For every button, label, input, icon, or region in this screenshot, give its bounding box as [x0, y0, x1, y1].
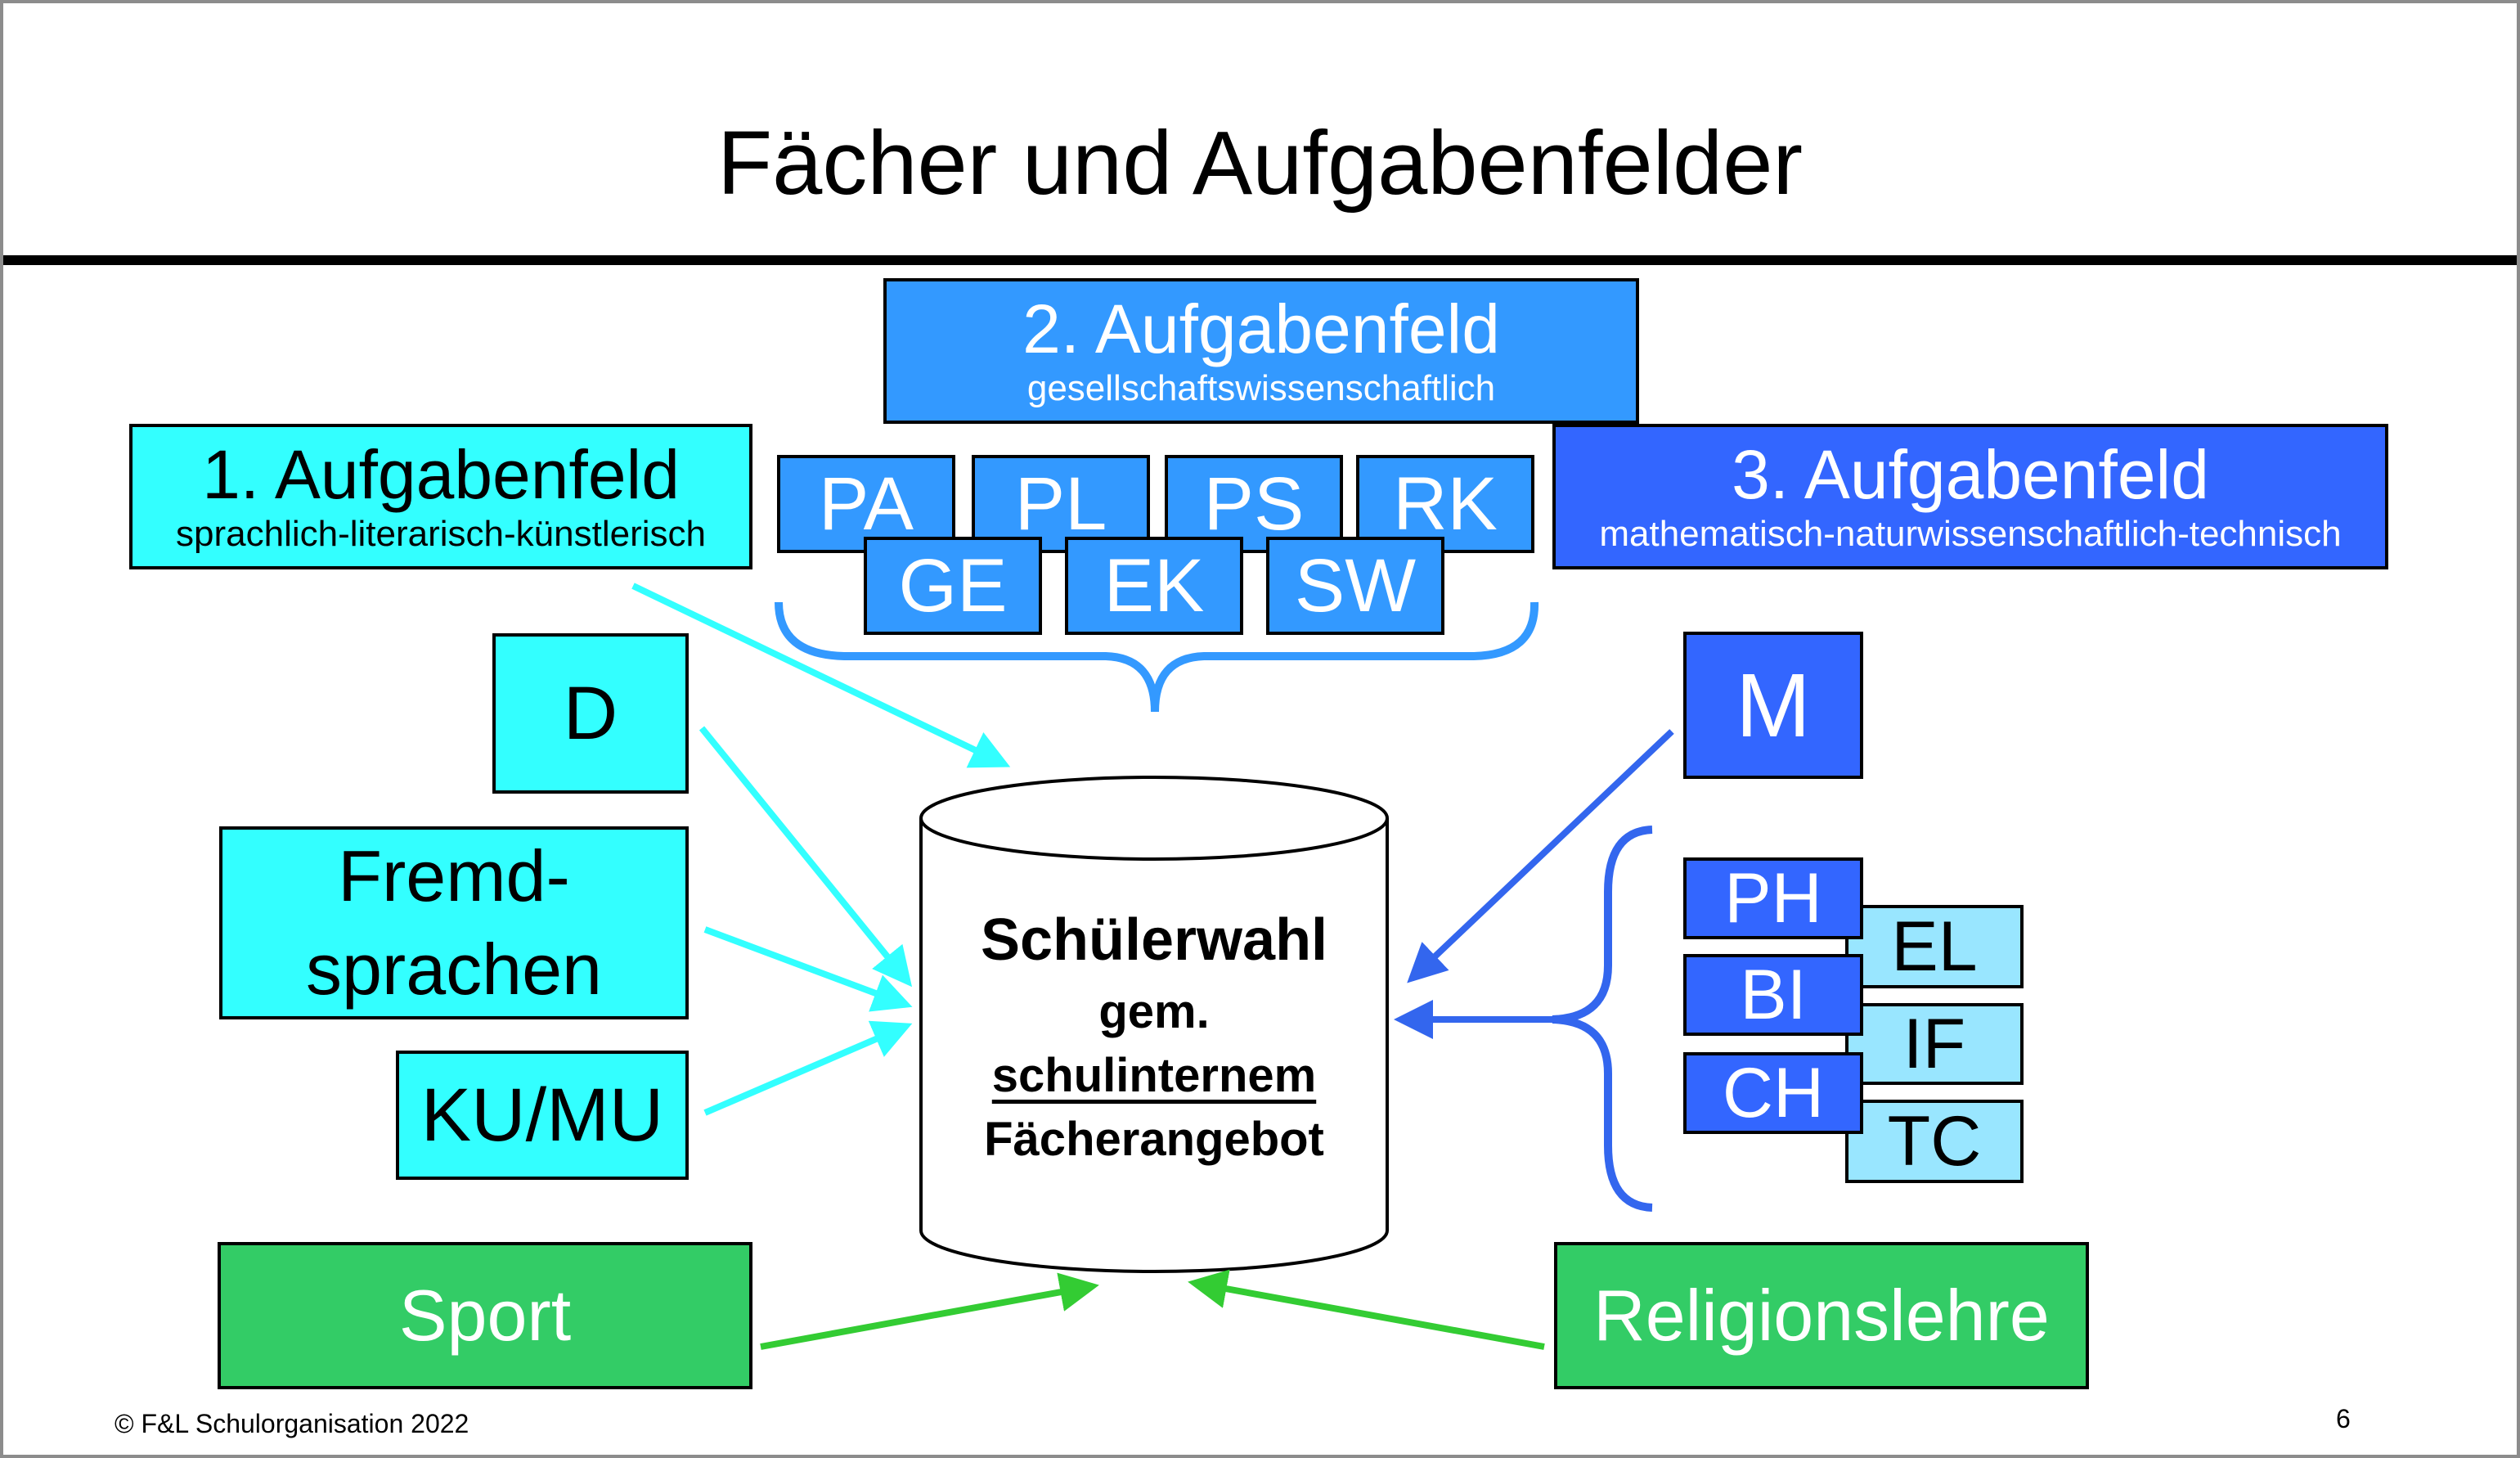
- subject-kumu: KU/MU: [396, 1051, 689, 1180]
- brace-field3: [1552, 826, 1653, 1212]
- selection-line1: Schülerwahl: [980, 907, 1328, 973]
- subject-pl: PL: [972, 455, 1150, 553]
- subject-ph: PH: [1683, 857, 1863, 939]
- subject-rk: RK: [1356, 455, 1534, 553]
- subject-sw: SW: [1266, 537, 1444, 635]
- selection-line3: schulinternem: [991, 1049, 1317, 1102]
- field3-subtitle: mathematisch-naturwissenschaftlich-techn…: [1599, 514, 2342, 554]
- subject-fremdsprachen: Fremd- sprachen: [219, 826, 689, 1019]
- subject-bi: BI: [1683, 954, 1863, 1036]
- field2-subtitle: gesellschaftswissenschaftlich: [1026, 368, 1496, 408]
- field3-header: 3. Aufgabenfeld mathematisch-naturwissen…: [1552, 424, 2388, 569]
- arrow-fremdsprachen: [703, 926, 913, 1012]
- arrow-religionslehre: [1188, 1269, 1545, 1350]
- field1-title: 1. Aufgabenfeld: [202, 436, 680, 513]
- subject-ch: CH: [1683, 1052, 1863, 1134]
- subject-ge: GE: [864, 537, 1042, 635]
- arrow-sport: [760, 1272, 1099, 1350]
- subject-m: M: [1683, 632, 1863, 779]
- subject-d: D: [492, 633, 689, 794]
- selection-cylinder: [919, 776, 1389, 1273]
- subject-sport: Sport: [218, 1242, 752, 1389]
- copyright-footer: © F&L Schulorganisation 2022: [115, 1409, 469, 1438]
- subject-ek: EK: [1065, 537, 1243, 635]
- arrow-field1: [631, 583, 1011, 768]
- subject-el: EL: [1845, 905, 2024, 988]
- field3-title: 3. Aufgabenfeld: [1732, 436, 2209, 513]
- arrow-d: [699, 726, 913, 988]
- selection-label: Schülerwahl gem. schulinternem Fächerang…: [921, 900, 1387, 1172]
- field2-header: 2. Aufgabenfeld gesellschaftswissenschaf…: [883, 278, 1639, 424]
- selection-line2: gem.: [1098, 985, 1210, 1038]
- selection-line4: Fächerangebot: [984, 1113, 1324, 1166]
- brace-field2: [775, 601, 1539, 713]
- page-number: 6: [2336, 1404, 2351, 1433]
- title-divider: [3, 255, 2517, 265]
- field2-title: 2. Aufgabenfeld: [1022, 290, 1500, 367]
- arrow-m: [1407, 729, 1674, 983]
- field1-subtitle: sprachlich-literarisch-künstlerisch: [176, 514, 706, 554]
- subject-religionslehre: Religionslehre: [1554, 1242, 2089, 1389]
- slide-title: Fächer und Aufgabenfelder: [716, 113, 1804, 214]
- subject-tc: TC: [1845, 1100, 2024, 1183]
- field1-header: 1. Aufgabenfeld sprachlich-literarisch-k…: [129, 424, 752, 569]
- arrow-kumu: [703, 1020, 913, 1116]
- subject-if: IF: [1845, 1003, 2024, 1085]
